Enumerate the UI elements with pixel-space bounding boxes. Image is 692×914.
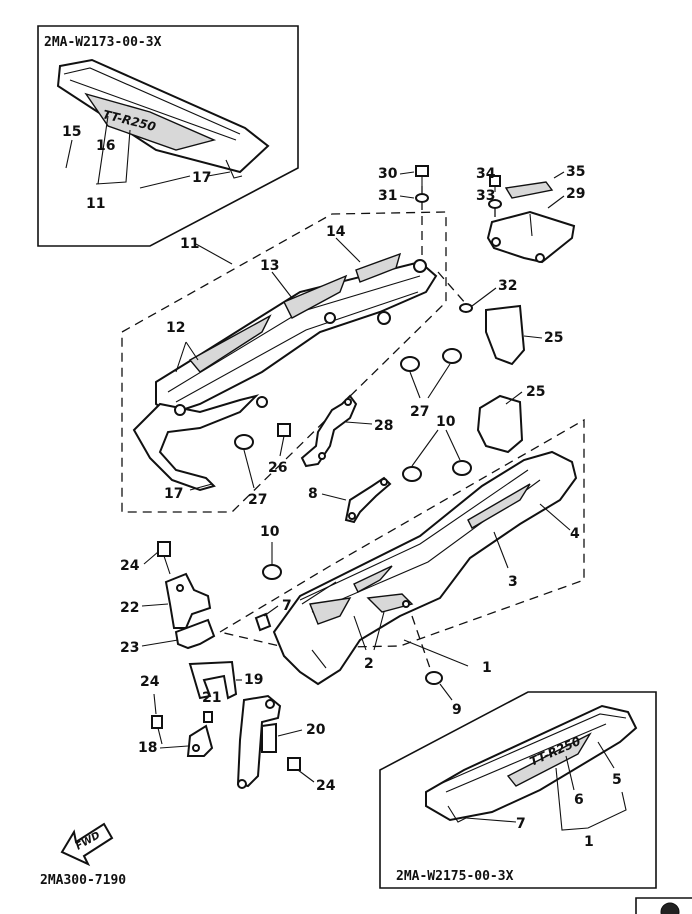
callout-27-right: 27 xyxy=(410,404,429,420)
callout-30: 30 xyxy=(378,166,398,182)
callout-3: 3 xyxy=(508,574,518,590)
callout-13: 13 xyxy=(260,258,279,274)
right-side-cover-inset-part: TT-R250 xyxy=(425,704,638,823)
callout-25-upper: 25 xyxy=(544,330,563,346)
callout-27-left: 27 xyxy=(248,492,267,508)
callout-1-inset: 1 xyxy=(584,834,594,850)
callout-8: 8 xyxy=(308,486,318,502)
callout-20: 20 xyxy=(306,722,326,738)
inset-bottom-right-code: 2MA-W2175-00-3X xyxy=(396,869,514,884)
lower-left-hardware: 24 22 23 19 21 24 18 20 24 xyxy=(120,541,336,794)
callout-9: 9 xyxy=(452,702,462,718)
callout-24-mid: 24 xyxy=(140,674,160,690)
callout-19: 19 xyxy=(244,672,263,688)
callout-23: 23 xyxy=(120,640,139,656)
inset-top-left-code: 2MA-W2173-00-3X xyxy=(44,35,162,50)
callout-10-right: 10 xyxy=(436,414,456,430)
callout-5: 5 xyxy=(612,772,622,788)
callout-35: 35 xyxy=(566,164,585,180)
callout-17-top: 17 xyxy=(192,170,211,186)
callout-31: 31 xyxy=(378,188,397,204)
middle-parts: 27 27 26 28 8 10 10 xyxy=(234,348,472,580)
inset-top-left: 2MA-W2173-00-3X TT-R250 15 16 11 17 xyxy=(37,25,299,247)
callout-18: 18 xyxy=(138,740,157,756)
left-side-cover-inset-part: TT-R250 xyxy=(56,58,270,179)
callout-4: 4 xyxy=(570,526,580,542)
callout-2: 2 xyxy=(364,656,374,672)
callout-7-inset: 7 xyxy=(516,816,526,832)
callout-16-top: 16 xyxy=(96,138,115,154)
callout-32: 32 xyxy=(498,278,517,294)
callout-24-top: 24 xyxy=(120,558,140,574)
callout-24-bottom: 24 xyxy=(316,778,336,794)
callout-21: 21 xyxy=(202,690,221,706)
callout-11: 11 xyxy=(180,236,199,252)
callout-7-main: 7 xyxy=(282,598,292,614)
inset-bottom-right: TT-R250 5 6 7 1 2MA-W2175-00-3X xyxy=(379,691,657,889)
callout-22: 22 xyxy=(120,600,139,616)
callout-34: 34 xyxy=(476,166,496,182)
callout-14: 14 xyxy=(326,224,346,240)
callout-33: 33 xyxy=(476,188,495,204)
fwd-arrow: FWD xyxy=(60,822,114,867)
callout-1: 1 xyxy=(482,660,492,676)
callout-11-top: 11 xyxy=(86,196,105,212)
group-11-left-cover: 11 12 13 14 17 xyxy=(121,211,447,513)
callout-10-left: 10 xyxy=(260,524,280,540)
callout-28: 28 xyxy=(374,418,393,434)
callout-29: 29 xyxy=(566,186,585,202)
group-1-right-cover: 2 3 4 1 7 9 xyxy=(218,418,585,718)
callout-6: 6 xyxy=(574,792,584,808)
callout-15-top: 15 xyxy=(62,124,81,140)
callout-26: 26 xyxy=(268,460,287,476)
corner-badge xyxy=(635,897,692,914)
catalog-code: 2MA300-7190 xyxy=(40,873,126,888)
callout-17: 17 xyxy=(164,486,183,502)
upper-hardware: 30 31 34 33 35 29 32 25 25 xyxy=(378,164,585,454)
callout-12: 12 xyxy=(166,320,185,336)
callout-25-lower: 25 xyxy=(526,384,545,400)
